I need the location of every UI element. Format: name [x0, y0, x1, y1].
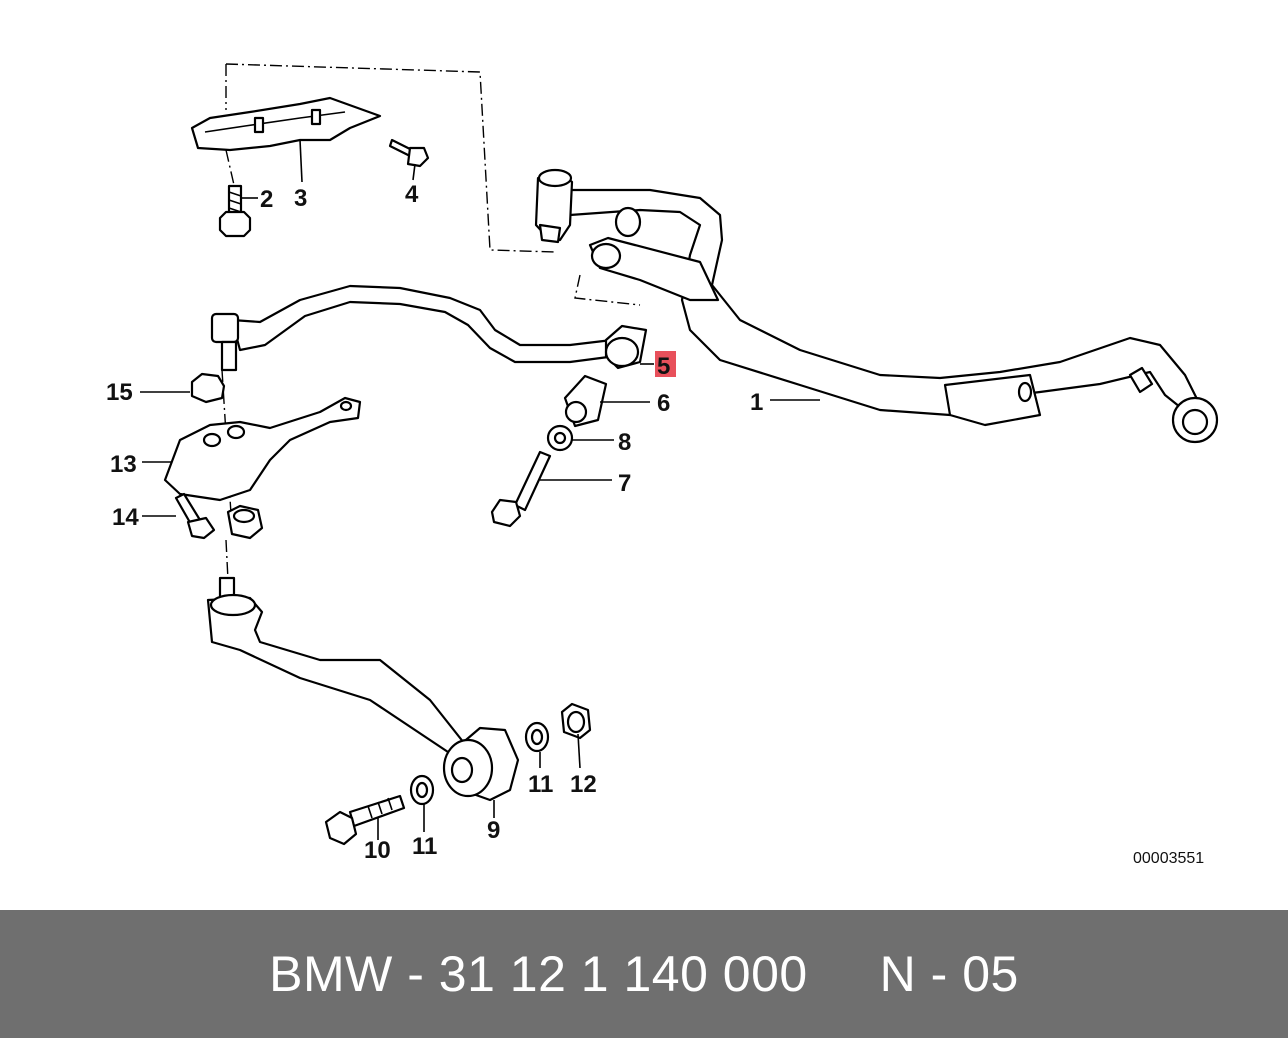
callout-15: 15 [106, 379, 133, 406]
exploded-view-drawing: 1 2 3 4 5 6 7 8 9 10 11 11 12 13 14 15 0… [106, 63, 1219, 867]
bolt-2 [218, 184, 252, 238]
callout-3: 3 [294, 185, 307, 212]
callout-11-lower: 11 [412, 833, 437, 860]
part-number-footer: BMW - 31 12 1 140 000 N - 05 [0, 910, 1288, 1038]
bolt-7 [490, 450, 552, 528]
callout-6: 6 [657, 390, 670, 417]
control-arm [206, 576, 520, 802]
washer-11b [409, 774, 435, 806]
leader-lines [140, 139, 820, 840]
bolt-14 [174, 492, 216, 540]
washer-11a [524, 721, 550, 753]
callout-1: 1 [750, 389, 763, 416]
callout-14: 14 [112, 504, 139, 531]
diagram-reference-code: 00003551 [1133, 850, 1204, 867]
rubber-bushing-6 [563, 374, 608, 428]
stabilizer-bar [210, 284, 618, 372]
part-number-label: BMW - 31 12 1 140 000 N - 05 [269, 946, 1019, 1002]
mounting-bracket [190, 96, 382, 152]
callout-10: 10 [364, 837, 391, 864]
callout-11-upper: 11 [528, 771, 553, 798]
callout-4: 4 [405, 181, 419, 208]
callout-8: 8 [618, 429, 631, 456]
callout-12: 12 [570, 771, 597, 798]
nut-15 [190, 372, 226, 404]
nut-12 [560, 702, 592, 740]
rubber-mount-5 [604, 324, 648, 370]
callout-13: 13 [110, 451, 137, 478]
bolt-10 [324, 794, 406, 846]
screw-4 [388, 138, 430, 168]
highlight-box [655, 351, 676, 377]
callout-2: 2 [260, 186, 273, 213]
callout-7: 7 [618, 470, 631, 497]
assembly-lines [221, 63, 641, 581]
support-plate-13 [163, 396, 362, 502]
nut-13b [226, 504, 264, 540]
parts-diagram: 1 2 3 4 5 6 7 8 9 10 11 11 12 13 14 15 0… [106, 63, 1219, 867]
callout-9: 9 [487, 817, 500, 844]
axle-carrier [534, 168, 1219, 444]
callout-5: 5 [657, 353, 670, 380]
washer-8 [546, 424, 574, 452]
